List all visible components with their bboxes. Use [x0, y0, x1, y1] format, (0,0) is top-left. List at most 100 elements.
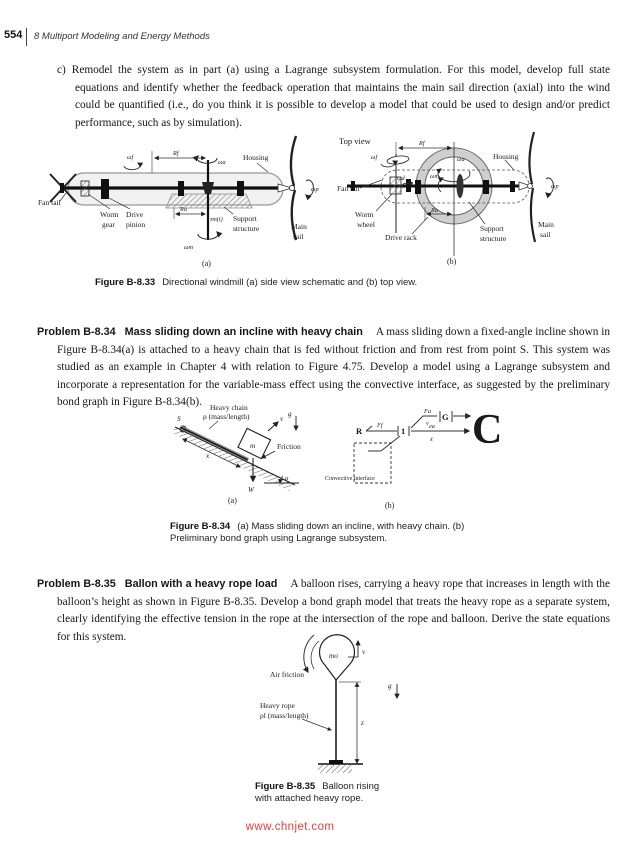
bond-graph-drawing: [353, 411, 472, 484]
bond-convective-label: Convective interface: [325, 475, 375, 482]
problem-834-label: Problem B-8.34: [37, 326, 116, 339]
label-wheel-top: wheel: [357, 220, 375, 229]
part-c-paragraph: c) Remodel the system as in part (a) usin…: [57, 62, 610, 132]
bond-r-element: R: [356, 426, 363, 436]
figure-835-caption-label: Figure B-8.35: [255, 781, 316, 792]
incline-drawing: [172, 416, 299, 491]
bond-x-dot: ẋ: [429, 436, 433, 443]
header-divider: [26, 28, 27, 46]
figure-835-caption-line1: Balloon rising: [322, 781, 380, 792]
figure-833-caption-label: Figure B-8.33: [95, 277, 156, 288]
label-heavy-chain: Heavy chain: [210, 403, 248, 412]
label-point-s: S: [177, 415, 181, 423]
label-pinion: pinion: [126, 220, 145, 229]
bond-e-a: ea: [429, 423, 435, 430]
label-drive-rack: Drive rack: [385, 233, 417, 242]
problem-834-title: Mass sliding down an incline with heavy …: [124, 326, 363, 339]
problem-835-body: A balloon rises, carrying a heavy rope t…: [57, 578, 610, 643]
problem-834-paragraph: Problem B-8.34 Mass sliding down an incli…: [37, 324, 611, 412]
figure-835-balloon: mo v Air friction g Heavy rope ρl (mass/…: [260, 634, 400, 773]
label-gravity: g: [388, 682, 392, 690]
page-number: 554: [4, 29, 23, 41]
bond-f-f: Ff: [376, 422, 384, 429]
label-structure: structure: [233, 224, 260, 233]
label-z-dim: z: [360, 719, 364, 727]
label-r-a-top: Ra: [430, 207, 438, 214]
sub-label-834a: (a): [228, 496, 237, 505]
label-sail-top: sail: [540, 230, 550, 239]
figure-834-incline: Heavy chain ρ (mass/length) S x m v g Fr…: [172, 403, 301, 505]
chapter-title: 8 Multiport Modeling and Energy Methods: [34, 31, 210, 42]
label-weight-w: W: [248, 486, 255, 494]
label-sail: sail: [293, 232, 303, 241]
sub-label-a: (a): [202, 259, 211, 268]
problem-835-label: Problem B-8.35: [37, 578, 116, 591]
figure-834-caption: Figure B-8.34 (a) Mass sliding down an in…: [170, 521, 500, 545]
figure-833-caption: Figure B-8.33 Directional windmill (a) si…: [95, 277, 565, 289]
part-c-text: Remodel the system as in part (a) using …: [71, 64, 610, 129]
bond-g-element: G: [442, 412, 449, 422]
label-omega-a-top: ωa: [457, 156, 465, 163]
label-air-friction: Air friction: [270, 670, 304, 679]
figure-833-side-view: ωf Rf Housing ωa Fan tail Worm gear Driv…: [38, 135, 319, 268]
label-main-top: Main: [538, 220, 554, 229]
label-gear: gear: [102, 220, 115, 229]
label-r-a: Ra: [179, 206, 187, 213]
label-omega-m-top: ωm: [430, 173, 439, 180]
side-view-drawing: [49, 135, 314, 241]
label-fan-tail-top: Fan tail: [337, 184, 360, 193]
label-support-top: Support: [480, 224, 505, 233]
label-x-dim: x: [205, 452, 210, 460]
label-omega-p-top: ωp: [551, 183, 559, 190]
label-chain-density: ρ (mass/length): [203, 412, 250, 421]
figure-834-caption-line2: Preliminary bond graph using Lagrange su…: [170, 533, 388, 544]
label-tau-m: τm(t): [210, 216, 223, 223]
bond-junction-1: 1: [401, 426, 405, 436]
label-omega-f: ωf: [127, 154, 134, 161]
label-alpha: α: [285, 475, 289, 482]
label-r-f: Rf: [172, 150, 180, 157]
label-omega-a: ωa: [218, 159, 226, 166]
label-worm-top: Worm: [355, 210, 374, 219]
bond-f-a: Fa: [423, 408, 431, 415]
label-balloon-mass: mo: [329, 652, 338, 660]
top-view-title: Top view: [339, 136, 372, 146]
label-main: Main: [291, 222, 307, 231]
label-omega-m: ωm: [184, 244, 193, 251]
label-worm: Worm: [100, 210, 119, 219]
label-omega-d-top: ωd: [397, 175, 405, 182]
figure-834-caption-line1: (a) Mass sliding down an incline, with h…: [237, 521, 465, 532]
bond-c-element: C: [472, 407, 502, 453]
label-friction: Friction: [277, 442, 301, 451]
label-structure-top: structure: [480, 234, 507, 243]
label-fan-tail: Fan tail: [38, 198, 61, 207]
watermark: www.chnjet.com: [245, 821, 335, 833]
label-r-f-top: Rf: [418, 140, 426, 147]
label-velocity-v: v: [280, 415, 284, 423]
problem-834-body: A mass sliding down a fixed-angle inclin…: [57, 326, 611, 409]
label-support: Support: [233, 214, 258, 223]
sub-label-834b: (b): [385, 501, 395, 510]
label-drive: Drive: [126, 210, 144, 219]
label-heavy-rope: Heavy rope: [260, 701, 295, 710]
problem-835-title: Ballon with a heavy rope load: [124, 578, 278, 591]
label-omega-p: ωp: [311, 186, 319, 193]
label-mass-m: m: [250, 442, 255, 450]
label-velocity: v: [362, 648, 366, 656]
label-housing: Housing: [243, 153, 269, 162]
label-rope-density: ρl (mass/length): [260, 711, 309, 720]
balloon-drawing: [301, 634, 400, 773]
figure-833-top-view: Top view Rf ωf Housing ωd ωa ωm Fan tail…: [337, 131, 559, 266]
label-omega-f-top: ωf: [371, 154, 378, 161]
figure-833-caption-text: Directional windmill (a) side view schem…: [162, 277, 418, 288]
problem-835-paragraph: Problem B-8.35 Ballon with a heavy rope l…: [37, 576, 610, 646]
label-gravity-g: g: [288, 410, 292, 418]
label-housing-top: Housing: [493, 152, 519, 161]
top-view-drawing: [347, 131, 554, 256]
figure-834-bond-graph: R Ff 1 Fa v G ea ẋ C Convective interfac…: [325, 407, 502, 510]
sub-label-b: (b): [447, 257, 457, 266]
part-c-marker: c): [57, 64, 66, 77]
figure-834-caption-label: Figure B-8.34: [170, 521, 231, 532]
